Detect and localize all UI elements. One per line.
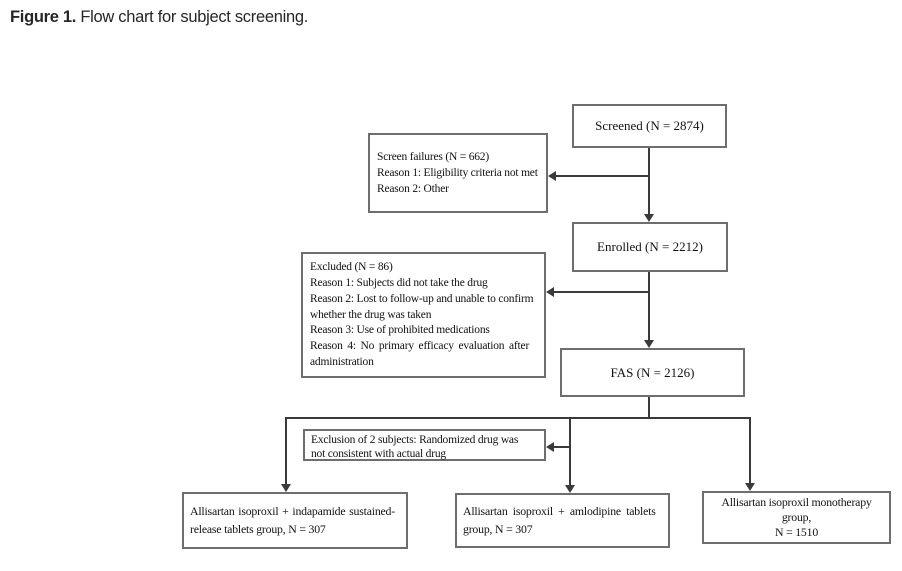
node-group-amlodipine: Allisartan isoproxil + amlodipine tablet…: [455, 493, 670, 548]
node-excluded: Excluded (N = 86) Reason 1: Subjects did…: [301, 252, 546, 378]
connector-screened-to-enrolled: [648, 148, 650, 214]
exclusion-two-subjects-line-1: Exclusion of 2 subjects: Randomized drug…: [311, 434, 519, 446]
arrowhead-into-exclusion-note-icon: [546, 442, 554, 452]
group-indapamide-line-1: Allisartan isoproxil + indapamide sustai…: [190, 503, 395, 518]
group-amlodipine-line-1: Allisartan isoproxil + amlodipine tablet…: [463, 503, 656, 518]
group-amlodipine-line-2: group, N = 307: [463, 521, 533, 536]
branch-line: [286, 417, 751, 419]
node-screened: Screened (N = 2874): [572, 104, 727, 148]
arrowhead-into-indapamide-group-icon: [281, 484, 291, 492]
excluded-reason-2-cont: whether the drug was taken: [310, 308, 432, 321]
arrowhead-into-monotherapy-group-icon: [745, 483, 755, 491]
arrowhead-into-amlodipine-group-icon: [565, 485, 575, 493]
connector-to-exclusion-note: [554, 446, 571, 448]
screen-failures-reason-1: Reason 1: Eligibility criteria not met: [377, 166, 538, 179]
excluded-reason-2: Reason 2: Lost to follow-up and unable t…: [310, 292, 534, 305]
connector-to-excluded: [554, 291, 650, 293]
connector-branch-to-monotherapy-group: [749, 417, 751, 483]
excluded-reason-4: Reason 4: No primary efficacy evaluation…: [310, 340, 530, 353]
node-screened-label: Screened (N = 2874): [595, 118, 704, 133]
node-fas: FAS (N = 2126): [560, 348, 745, 397]
arrowhead-into-enrolled-icon: [644, 214, 654, 222]
screen-failures-reason-2: Reason 2: Other: [377, 182, 449, 195]
node-enrolled-label: Enrolled (N = 2212): [597, 239, 703, 254]
excluded-reason-4-cont: administration: [310, 356, 374, 369]
connector-fas-to-branch: [648, 397, 650, 419]
group-monotherapy-line-3: N = 1510: [774, 525, 819, 540]
group-monotherapy-line-2: group,: [781, 509, 812, 524]
connector-to-screen-failures: [556, 175, 650, 177]
node-group-monotherapy: Allisartan isoproxil monotherapy group, …: [702, 491, 891, 544]
node-screen-failures: Screen failures (N = 662) Reason 1: Elig…: [368, 133, 548, 213]
connector-branch-to-indapamide-group: [285, 417, 287, 484]
excluded-count: Excluded (N = 86): [310, 261, 393, 273]
arrowhead-into-screen-failures-icon: [548, 171, 556, 181]
node-group-indapamide: Allisartan isoproxil + indapamide sustai…: [182, 492, 408, 549]
figure-caption: Flow chart for subject screening.: [76, 8, 308, 26]
figure-number: Figure 1.: [10, 8, 77, 26]
excluded-reason-1: Reason 1: Subjects did not take the drug: [310, 276, 488, 289]
node-fas-label: FAS (N = 2126): [610, 364, 695, 380]
excluded-reason-3: Reason 3: Use of prohibited medications: [310, 324, 490, 337]
arrowhead-into-excluded-icon: [546, 287, 554, 297]
screen-failures-count: Screen failures (N = 662): [377, 151, 489, 163]
group-indapamide-line-2: release tablets group, N = 307: [190, 521, 326, 536]
connector-branch-to-amlodipine-group: [569, 417, 571, 485]
group-monotherapy-line-1: Allisartan isoproxil monotherapy: [721, 494, 872, 509]
node-exclusion-two-subjects: Exclusion of 2 subjects: Randomized drug…: [303, 429, 546, 461]
connector-enrolled-to-fas: [648, 272, 650, 340]
figure-title: Figure 1. Flow chart for subject screeni…: [10, 8, 308, 27]
exclusion-two-subjects-line-2: not consistent with actual drug: [311, 448, 446, 461]
node-enrolled: Enrolled (N = 2212): [572, 222, 728, 272]
arrowhead-into-fas-icon: [644, 340, 654, 348]
